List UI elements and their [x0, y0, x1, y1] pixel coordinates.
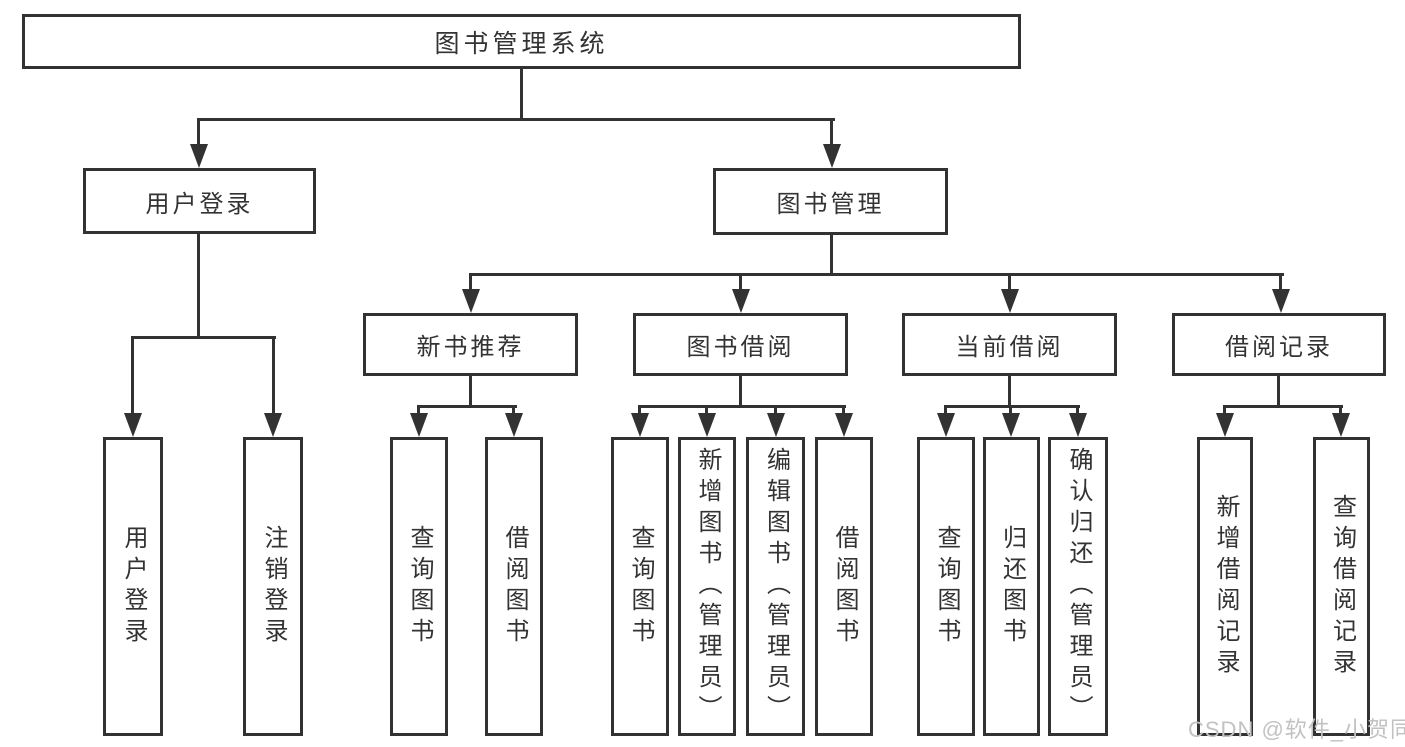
connector-to-book-management	[830, 118, 833, 148]
connector-to-leaf	[272, 336, 275, 416]
node-label: 用户登录	[145, 190, 254, 218]
connector-to-leaf	[705, 405, 708, 417]
connector-to-user-login	[197, 118, 200, 148]
node-label: 借阅图书	[501, 524, 528, 649]
node-label: 查询图书	[406, 524, 433, 649]
connector-to-leaf	[512, 405, 515, 417]
node-label: 新书推荐	[416, 334, 525, 361]
leaf-add-book-admin: 新增图书（管理员）	[678, 437, 736, 736]
arrow-down-icon	[1216, 413, 1234, 437]
connector-borrowing-crossbar	[638, 405, 846, 408]
leaf-edit-book-admin: 编辑图书（管理员）	[746, 437, 805, 736]
node-label: 图书借阅	[686, 334, 795, 361]
arrow-down-icon	[124, 413, 142, 437]
node-label: 查询借阅记录	[1328, 493, 1356, 680]
leaf-user-login: 用户登录	[103, 437, 163, 736]
node-label: 新增图书（管理员）	[694, 447, 721, 726]
connector-to-leaf	[1339, 405, 1342, 417]
connector-to-leaf	[131, 336, 134, 416]
connector-to-leaf	[417, 405, 420, 417]
arrow-down-icon	[1001, 289, 1019, 313]
node-book-management-system: 图书管理系统	[22, 14, 1021, 69]
connector-user-login-stem	[197, 232, 200, 338]
leaf-borrow-books-recommend: 借阅图书	[485, 437, 543, 736]
connector-to-leaf	[774, 405, 777, 417]
connector-current-crossbar	[944, 405, 1080, 408]
node-label: 图书管理	[776, 191, 885, 218]
connector-to-leaf	[944, 405, 947, 417]
connector-to-module	[469, 273, 472, 293]
connector-to-module	[1008, 273, 1011, 293]
arrow-down-icon	[767, 413, 785, 437]
leaf-query-borrow-record: 查询借阅记录	[1313, 437, 1370, 736]
connector-to-leaf	[638, 405, 641, 417]
arrow-down-icon	[462, 289, 480, 313]
connector-to-leaf	[1009, 405, 1012, 417]
watermark-text: CSDN @软件_小贺同学	[1188, 717, 1405, 742]
connector-recommend-stem	[469, 374, 472, 407]
arrow-down-icon	[698, 413, 716, 437]
connector-to-module	[1279, 273, 1282, 293]
node-label: 归还图书	[998, 524, 1026, 649]
leaf-confirm-return-admin: 确认归还（管理员）	[1048, 437, 1108, 736]
connector-book-management-stem	[830, 234, 833, 275]
connector-root-crossbar	[197, 118, 835, 121]
connector-to-leaf	[842, 405, 845, 417]
node-book-borrowing: 图书借阅	[633, 313, 848, 376]
node-label: 当前借阅	[955, 334, 1064, 361]
arrow-down-icon	[732, 289, 750, 313]
node-label: 编辑图书（管理员）	[762, 447, 790, 726]
connector-book-management-crossbar	[469, 273, 1284, 276]
arrow-down-icon	[190, 144, 208, 168]
node-label: 查询图书	[933, 524, 960, 649]
connector-recommend-crossbar	[417, 405, 517, 408]
arrow-down-icon	[631, 413, 649, 437]
leaf-add-borrow-record: 新增借阅记录	[1197, 437, 1253, 736]
connector-records-stem	[1277, 374, 1280, 407]
node-new-book-recommendation: 新书推荐	[363, 313, 578, 376]
node-label: 确认归还（管理员）	[1065, 447, 1092, 726]
leaf-return-book: 归还图书	[983, 437, 1040, 736]
arrow-down-icon	[1332, 413, 1350, 437]
arrow-down-icon	[1272, 289, 1290, 313]
leaf-query-books-recommend: 查询图书	[390, 437, 448, 736]
leaf-logout: 注销登录	[243, 437, 303, 736]
arrow-down-icon	[1069, 413, 1087, 437]
arrow-down-icon	[823, 144, 841, 168]
leaf-query-books-borrow: 查询图书	[611, 437, 669, 736]
leaf-query-books-current: 查询图书	[917, 437, 975, 736]
connector-records-crossbar	[1223, 405, 1343, 408]
connector-root-stem	[520, 68, 523, 121]
connector-current-stem	[1008, 374, 1011, 407]
arrow-down-icon	[505, 413, 523, 437]
node-label: 新增借阅记录	[1212, 493, 1239, 680]
node-book-management: 图书管理	[713, 168, 948, 235]
node-label: 注销登录	[260, 524, 287, 649]
node-label: 借阅图书	[831, 524, 858, 649]
arrow-down-icon	[937, 413, 955, 437]
arrow-down-icon	[1002, 413, 1020, 437]
node-user-login: 用户登录	[83, 168, 316, 234]
node-borrowing-records: 借阅记录	[1172, 313, 1386, 376]
connector-to-leaf	[1223, 405, 1226, 417]
node-label: 用户登录	[120, 524, 147, 649]
node-current-borrowing: 当前借阅	[902, 313, 1117, 376]
node-label: 查询图书	[627, 524, 654, 649]
connector-to-module	[739, 273, 742, 293]
connector-to-leaf	[1076, 405, 1079, 417]
connector-user-login-crossbar	[131, 336, 276, 339]
arrow-down-icon	[835, 413, 853, 437]
arrow-down-icon	[410, 413, 428, 437]
leaf-borrow-books: 借阅图书	[815, 437, 873, 736]
node-label: 图书管理系统	[434, 29, 609, 58]
connector-borrowing-stem	[739, 374, 742, 407]
node-label: 借阅记录	[1225, 334, 1333, 361]
arrow-down-icon	[264, 413, 282, 437]
